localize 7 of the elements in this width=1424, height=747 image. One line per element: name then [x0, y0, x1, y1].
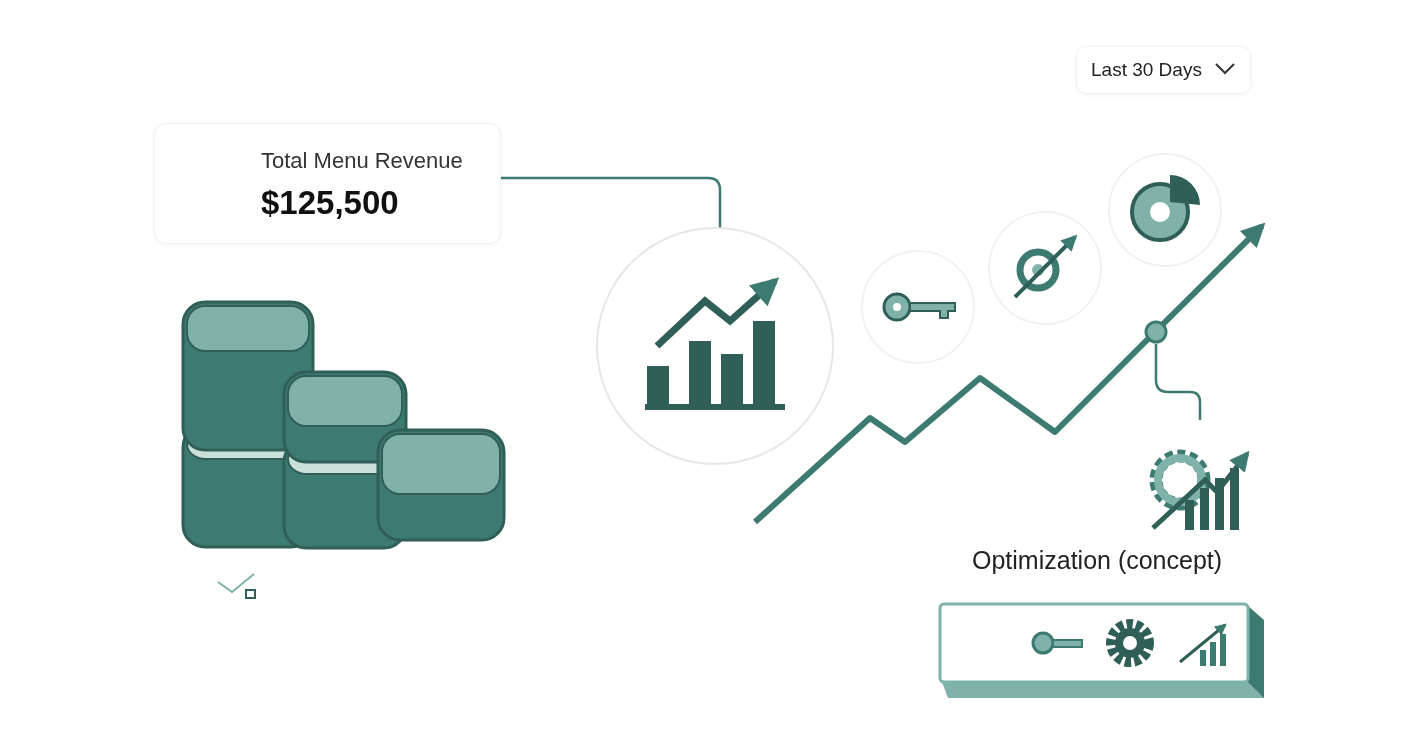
concept-caption: Optimization (concept)	[972, 546, 1223, 575]
connector-line	[1154, 344, 1202, 420]
card-title: Total Menu Revenue	[261, 148, 463, 174]
revenue-card	[154, 123, 501, 244]
revenue-value: $125,500	[261, 184, 399, 222]
date-range-dropdown: Last 30 Days	[1076, 46, 1251, 94]
connector-line	[501, 176, 722, 228]
